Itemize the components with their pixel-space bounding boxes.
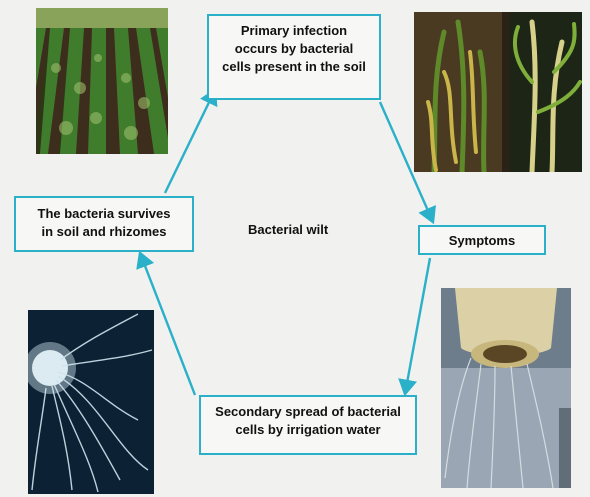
node-bacteria-survives: The bacteria survives in soil and rhizom… [14, 196, 194, 252]
node-bacteria-survives-label: The bacteria survives in soil and rhizom… [38, 206, 171, 239]
node-symptoms-label: Symptoms [449, 233, 515, 248]
center-title: Bacterial wilt [248, 222, 328, 237]
node-symptoms: Symptoms [418, 225, 546, 255]
arrow-survives-to-primary [165, 90, 215, 193]
arrow-primary-to-symptoms [380, 102, 433, 222]
node-secondary-spread: Secondary spread of bacterial cells by i… [199, 395, 417, 455]
node-primary-infection-label: Primary infection occurs by bacterial ce… [222, 23, 366, 74]
arrow-secondary-to-survives [140, 253, 195, 395]
node-primary-infection: Primary infection occurs by bacterial ce… [207, 14, 381, 100]
arrow-symptoms-to-secondary [405, 258, 430, 394]
node-secondary-spread-label: Secondary spread of bacterial cells by i… [215, 404, 401, 437]
